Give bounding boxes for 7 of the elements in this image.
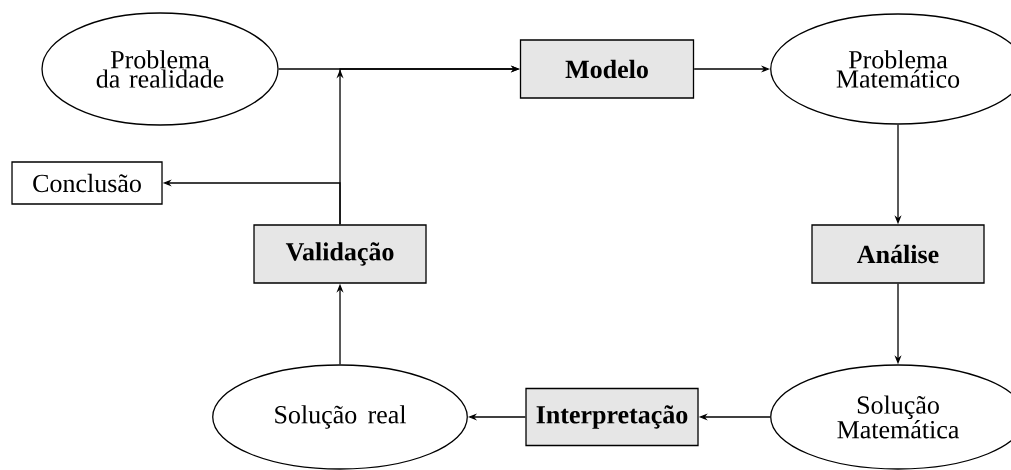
- process-box: Validação: [253, 224, 427, 284]
- process-box: Análise: [811, 224, 985, 284]
- ellipse-node: Solução real: [212, 364, 468, 470]
- process-box: Conclusão: [11, 161, 163, 205]
- ellipse-node: Problema da realidade: [41, 12, 279, 126]
- process-box: Modelo: [519, 39, 695, 99]
- process-box: Interpretação: [525, 387, 699, 447]
